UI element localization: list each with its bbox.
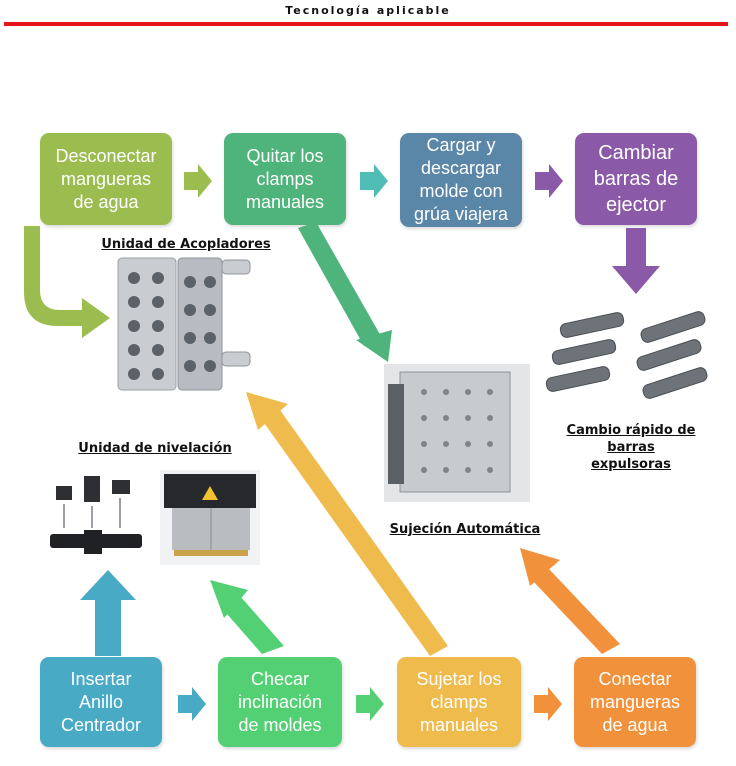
step-label: Cargar y descargar molde con grúa viajer… xyxy=(413,135,509,224)
step-insert-ring: Insertar Anillo Centrador xyxy=(40,657,162,747)
arrow-diagonal-icon xyxy=(210,580,284,654)
step-label: Sujetar los clamps manuales xyxy=(416,668,502,735)
step-remove-clamps: Quitar los clamps manuales xyxy=(224,133,346,225)
arrow-curve-icon xyxy=(24,226,110,338)
arrow-right-icon xyxy=(534,687,562,721)
step-label: Conectar mangueras de agua xyxy=(589,668,681,735)
step-check-tilt: Checar inclinación de moldes xyxy=(218,657,342,747)
arrow-right-icon xyxy=(178,687,206,721)
leveling-unit-image xyxy=(50,476,142,554)
step-fasten-clamps: Sujetar los clamps manuales xyxy=(397,657,521,747)
page-header: Tecnología aplicable xyxy=(285,4,451,17)
arrow-diagonal-icon xyxy=(298,222,392,362)
step-disconnect-hoses: Desconectar mangueras de agua xyxy=(40,133,172,225)
arrow-diagonal-icon xyxy=(246,392,448,656)
arrow-right-icon xyxy=(360,164,388,198)
caption-couplers: Unidad de Acopladores xyxy=(101,237,271,252)
step-label: Quitar los clamps manuales xyxy=(245,145,325,212)
caption-leveling: Unidad de nivelación xyxy=(78,441,232,456)
arrow-down-icon xyxy=(612,228,660,294)
arrow-right-icon xyxy=(535,164,563,198)
step-label: Checar inclinación de moldes xyxy=(237,668,323,735)
arrow-right-icon xyxy=(356,687,384,721)
header-divider xyxy=(4,22,728,26)
step-label: Cambiar barras de ejector xyxy=(593,142,679,216)
step-change-ejector-bars: Cambiar barras de ejector xyxy=(575,133,697,225)
step-label: Desconectar mangueras de agua xyxy=(55,145,157,212)
ejector-bars-image xyxy=(545,311,708,399)
arrow-diagonal-icon xyxy=(520,548,620,654)
caption-clamping: Sujeción Automática xyxy=(389,522,541,537)
step-crane-load: Cargar y descargar molde con grúa viajer… xyxy=(400,133,522,227)
leveling-block-image xyxy=(160,470,260,565)
step-connect-hoses: Conectar mangueras de agua xyxy=(574,657,696,747)
arrow-right-icon xyxy=(184,164,212,198)
coupler-unit-image xyxy=(117,257,251,391)
caption-ejector-bars: Cambio rápido de barras expulsoras xyxy=(566,423,696,472)
arrow-up-icon xyxy=(80,570,136,656)
step-label: Insertar Anillo Centrador xyxy=(60,668,142,735)
mold-clamping-image xyxy=(384,364,530,502)
